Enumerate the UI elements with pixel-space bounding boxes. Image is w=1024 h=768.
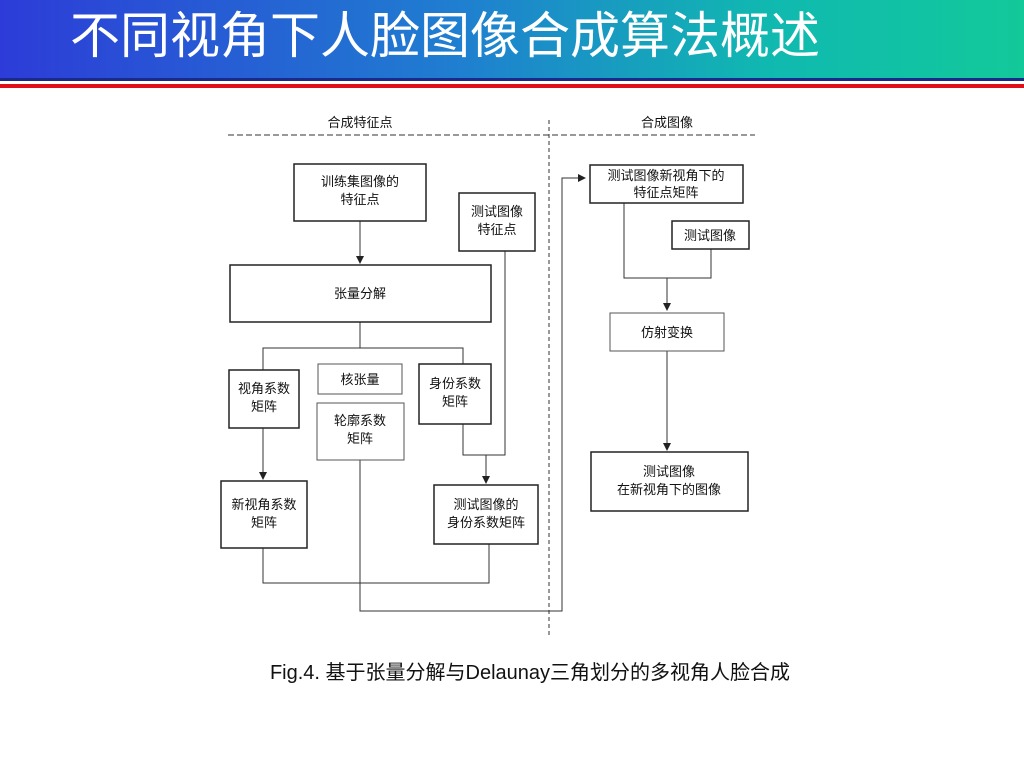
svg-text:测试图像: 测试图像 [471,205,523,220]
svg-text:矩阵: 矩阵 [347,432,373,447]
node-train-points: 训练集图像的 特征点 [293,163,427,222]
node-test-points: 测试图像 特征点 [458,192,536,252]
node-new-view-coefficient: 新视角系数 矩阵 [220,480,308,549]
edge-contour-to-synth [359,174,586,612]
node-view-coefficient: 视角系数 矩阵 [228,369,300,429]
svg-text:测试图像: 测试图像 [643,465,695,480]
node-test-image: 测试图像 [671,220,750,250]
svg-text:矩阵: 矩阵 [251,516,277,531]
svg-text:仿射变换: 仿射变换 [641,325,693,341]
section-label-left: 合成特征点 [327,116,392,131]
title-divider [0,84,1024,88]
figure-caption: Fig.4. 基于张量分解与Delaunay三角划分的多视角人脸合成 [200,656,860,685]
section-label-right: 合成图像 [641,116,693,131]
svg-text:矩阵: 矩阵 [251,400,277,415]
svg-text:身份系数矩阵: 身份系数矩阵 [447,515,525,531]
svg-text:身份系数: 身份系数 [429,376,481,392]
svg-text:测试图像新视角下的: 测试图像新视角下的 [607,168,724,184]
edge-newpoints-to-affine [623,203,667,279]
svg-text:矩阵: 矩阵 [442,395,468,410]
title-bar: 不同视角下人脸图像合成算法概述 [0,0,1024,81]
edge-identity-to-testidentity [462,424,490,484]
svg-text:核张量: 核张量 [340,373,379,388]
svg-text:张量分解: 张量分解 [334,287,386,302]
node-affine-transform: 仿射变换 [609,312,725,352]
edge-newview-to-bottom [262,544,490,584]
edge-tensor-branches [262,347,464,370]
edge-testpoints-down [486,251,506,456]
edge-testimage-to-affine [663,249,712,311]
slide-title: 不同视角下人脸图像合成算法概述 [70,7,820,65]
node-test-identity-coefficient: 测试图像的 身份系数矩阵 [433,484,539,545]
svg-text:轮廓系数: 轮廓系数 [334,413,386,429]
svg-text:在新视角下的图像: 在新视角下的图像 [617,482,721,498]
node-contour-coefficient: 轮廓系数 矩阵 [316,402,405,461]
svg-text:测试图像: 测试图像 [684,229,736,244]
figure-caption-prefix: Fig.4. [269,662,320,684]
svg-text:训练集图像的: 训练集图像的 [321,174,399,190]
node-result-image: 测试图像 在新视角下的图像 [590,451,749,512]
svg-text:视角系数: 视角系数 [238,382,290,397]
svg-text:特征点: 特征点 [340,193,379,208]
figure-caption-text: 基于张量分解与Delaunay三角划分的多视角人脸合成 [325,662,791,684]
node-tensor-decomposition: 张量分解 [229,264,492,323]
svg-text:特征点矩阵: 特征点矩阵 [633,186,698,201]
svg-text:新视角系数: 新视角系数 [231,497,296,513]
svg-text:测试图像的: 测试图像的 [453,497,518,513]
svg-text:特征点: 特征点 [477,223,516,238]
node-core-tensor: 核张量 [317,363,403,395]
node-identity-coefficient: 身份系数 矩阵 [418,363,492,425]
node-new-view-points: 测试图像新视角下的 特征点矩阵 [589,164,744,204]
